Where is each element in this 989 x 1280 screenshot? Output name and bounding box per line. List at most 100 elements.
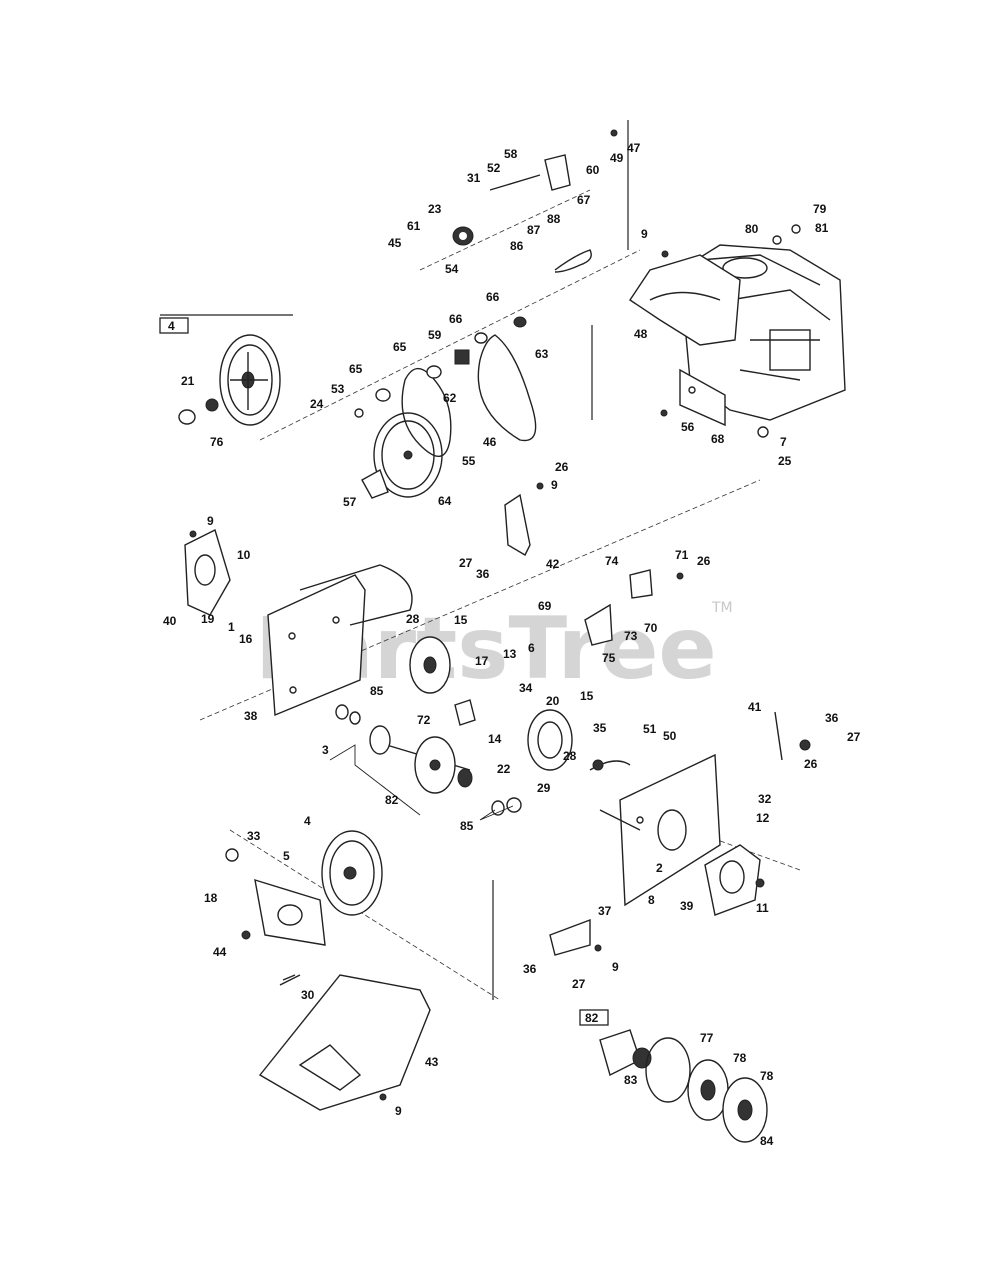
part-number-label: 26 bbox=[555, 460, 569, 474]
idler-pulley-23 bbox=[452, 226, 474, 246]
part-number-label: 30 bbox=[301, 988, 315, 1002]
watermark-trademark: TM bbox=[711, 600, 733, 616]
callout-box-4: 4 bbox=[159, 317, 189, 334]
part-number-label: 47 bbox=[627, 141, 641, 155]
pulley-64 bbox=[373, 412, 443, 498]
part-number-label: 72 bbox=[417, 713, 431, 727]
part-number-label: 17 bbox=[475, 654, 489, 668]
gear-15-lower bbox=[527, 709, 573, 771]
spring-88 bbox=[554, 249, 592, 273]
part-number-label: 4 bbox=[304, 814, 311, 828]
part-number-label: 15 bbox=[454, 613, 468, 627]
part-number-label: 78 bbox=[760, 1069, 774, 1083]
part-number-label: 18 bbox=[204, 891, 218, 905]
part-number-label: 11 bbox=[756, 901, 769, 915]
part-number-label: 66 bbox=[486, 290, 500, 304]
part-number-label: 53 bbox=[331, 382, 345, 396]
part-number-label: 81 bbox=[815, 221, 829, 235]
part-number-label: 46 bbox=[483, 435, 497, 449]
callout-box-label: 82 bbox=[585, 1011, 599, 1025]
part-number-label: 52 bbox=[487, 161, 501, 175]
part-number-label: 9 bbox=[641, 227, 648, 241]
part-number-label: 85 bbox=[370, 684, 384, 698]
part-number-label: 62 bbox=[443, 391, 457, 405]
part-number-label: 14 bbox=[488, 732, 502, 746]
gear-housing-39 bbox=[704, 844, 761, 916]
belt-62 bbox=[401, 367, 452, 457]
part-number-label: 54 bbox=[445, 262, 459, 276]
part-number-label: 9 bbox=[612, 960, 619, 974]
part-number-label: 77 bbox=[700, 1031, 714, 1045]
part-number-label: 6 bbox=[528, 641, 535, 655]
part-number-label: 21 bbox=[181, 374, 195, 388]
part-number-label: 37 bbox=[598, 904, 612, 918]
part-number-label: 86 bbox=[510, 239, 524, 253]
part-number-label: 65 bbox=[393, 340, 407, 354]
shaft-31 bbox=[489, 174, 541, 191]
part-number-label: 1 bbox=[228, 620, 235, 634]
part-number-label: 40 bbox=[163, 614, 177, 628]
part-number-label: 28 bbox=[406, 612, 420, 626]
spacers bbox=[354, 316, 527, 499]
gear-15-upper bbox=[409, 636, 451, 694]
callout-box-82: 82 bbox=[579, 1009, 609, 1026]
part-number-label: 45 bbox=[388, 236, 402, 250]
part-number-label: 9 bbox=[207, 514, 214, 528]
part-number-label: 87 bbox=[527, 223, 541, 237]
part-number-label: 74 bbox=[605, 554, 619, 568]
part-number-label: 84 bbox=[760, 1134, 774, 1148]
idler-bracket-67 bbox=[544, 154, 571, 191]
part-number-label: 70 bbox=[644, 621, 658, 635]
part-number-label: 43 bbox=[425, 1055, 439, 1069]
part-number-label: 23 bbox=[428, 202, 442, 216]
part-number-label: 38 bbox=[244, 709, 258, 723]
lever-41 bbox=[774, 711, 783, 761]
part-number-label: 12 bbox=[756, 811, 770, 825]
part-number-label: 49 bbox=[610, 151, 624, 165]
part-number-label: 36 bbox=[523, 962, 537, 976]
inset-82-parts bbox=[599, 1029, 768, 1143]
drive-hub-59 bbox=[454, 349, 470, 365]
engine-shroud bbox=[629, 254, 741, 346]
part-number-label: 56 bbox=[681, 420, 695, 434]
part-number-label: 76 bbox=[210, 435, 224, 449]
part-number-label: 48 bbox=[634, 327, 648, 341]
part-number-label: 8 bbox=[648, 893, 655, 907]
frame-plate-38 bbox=[267, 564, 413, 717]
callout-box-label: 4 bbox=[168, 319, 175, 333]
part-number-label: 3 bbox=[322, 743, 329, 757]
part-number-label: 50 bbox=[663, 729, 677, 743]
part-number-label: 13 bbox=[503, 647, 517, 661]
fasteners bbox=[189, 129, 811, 1101]
part-number-label: 73 bbox=[624, 629, 638, 643]
part-number-label: 15 bbox=[580, 689, 594, 703]
part-number-label: 27 bbox=[572, 977, 586, 991]
part-number-label: 59 bbox=[428, 328, 442, 342]
part-number-label: 25 bbox=[778, 454, 792, 468]
part-number-label: 28 bbox=[563, 749, 577, 763]
part-number-label: 82 bbox=[385, 793, 399, 807]
part-number-label: 7 bbox=[780, 435, 787, 449]
part-number-label: 63 bbox=[535, 347, 549, 361]
part-number-label: 22 bbox=[497, 762, 511, 776]
part-number-label: 61 bbox=[407, 219, 421, 233]
part-number-label: 5 bbox=[283, 849, 290, 863]
belt-63 bbox=[477, 334, 537, 442]
part-number-label: 68 bbox=[711, 432, 725, 446]
part-number-label: 58 bbox=[504, 147, 518, 161]
bracket-line-85 bbox=[479, 805, 514, 821]
axle-assembly-3 bbox=[369, 725, 473, 794]
part-number-label: 79 bbox=[813, 202, 827, 216]
part-number-label: 60 bbox=[586, 163, 600, 177]
part-number-label: 16 bbox=[239, 632, 253, 646]
part-number-label: 75 bbox=[602, 651, 616, 665]
part-number-label: 2 bbox=[656, 861, 663, 875]
bracket-75 bbox=[584, 603, 613, 646]
bracket-line-3 bbox=[329, 744, 421, 816]
part-number-label: 10 bbox=[237, 548, 251, 562]
spring-30 bbox=[279, 974, 301, 986]
part-number-label: 42 bbox=[546, 557, 560, 571]
part-number-label: 44 bbox=[213, 945, 227, 959]
bracket-37 bbox=[549, 918, 591, 956]
